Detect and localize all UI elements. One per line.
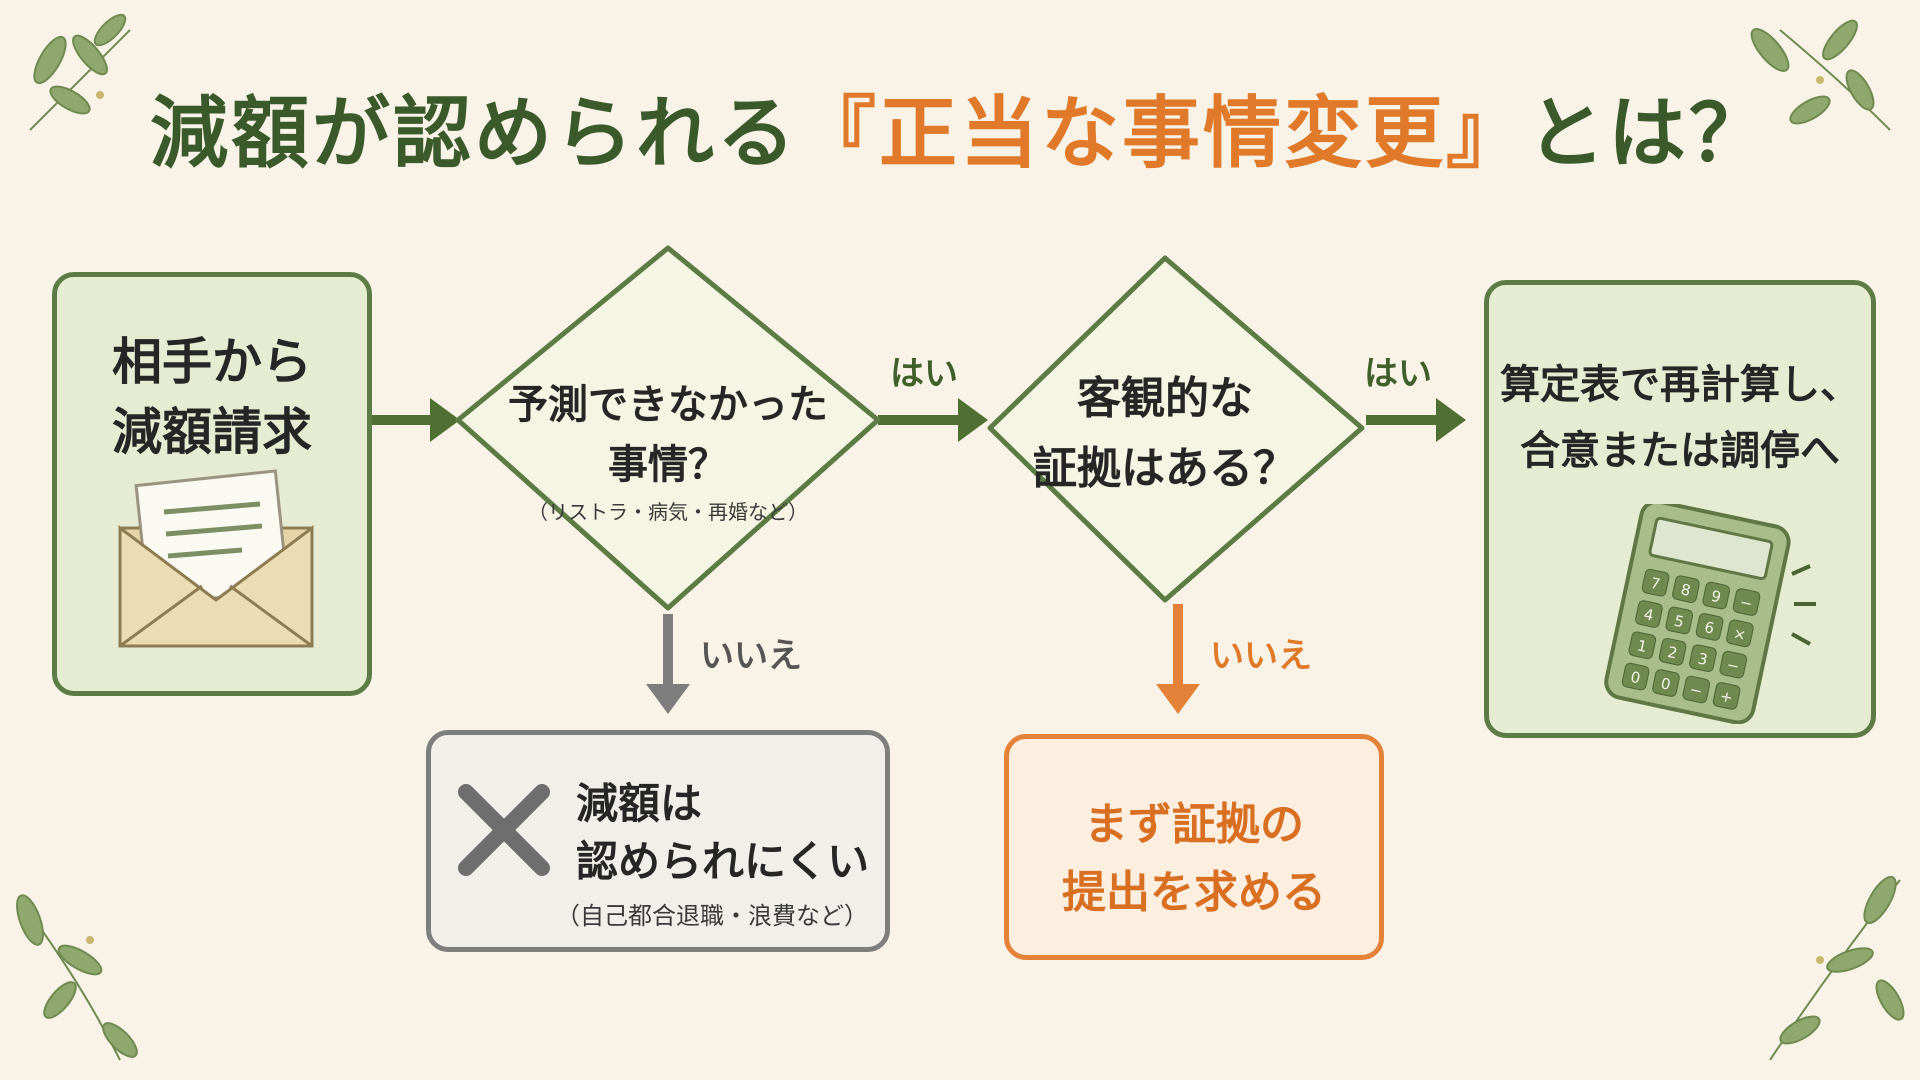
calculator-key-label: 9 [1709, 587, 1722, 607]
calculator-key-label: 6 [1703, 618, 1716, 638]
decision1-diamond [455, 245, 881, 611]
label-no-2: いいえ [1210, 636, 1312, 676]
calculator-key-label: 0 [1659, 674, 1672, 694]
calculator-key-label: − [1688, 680, 1704, 700]
calculator-key-label: 4 [1642, 605, 1655, 625]
calculator-key [1641, 568, 1670, 597]
calculator-key [1732, 588, 1761, 616]
result-yes-line1: 算定表で再計算し、 [1500, 362, 1860, 408]
decision1-line1: 予測できなかった [508, 382, 828, 428]
calculator-key [1672, 575, 1700, 603]
calculator-key-label: 2 [1666, 643, 1679, 663]
calculator-key [1665, 606, 1694, 635]
calculator-key [1719, 650, 1748, 679]
calculator-key [1726, 619, 1754, 648]
calculator-key [1621, 662, 1650, 691]
decision2-diamond [987, 255, 1365, 603]
calculator-key-label: 3 [1696, 649, 1709, 669]
result-no1-note: （自己都合退職・浪費など） [556, 902, 868, 930]
calculator-key [1689, 644, 1717, 673]
label-no-1: いいえ [700, 636, 802, 676]
arrow-decision1-no-head [646, 684, 690, 714]
envelope-icon [118, 469, 314, 648]
label-yes-2: はい [1364, 354, 1432, 394]
calculator-key [1695, 613, 1724, 641]
calculator-key-label: × [1732, 624, 1748, 644]
leaf-sprig-bottom-left [16, 894, 138, 1061]
calculator-key-label: 7 [1649, 574, 1662, 594]
leaf-sprig-top-left [29, 13, 131, 131]
calculator-key-label: + [1718, 687, 1734, 707]
result-yes-line2: 合意または調停へ [1520, 428, 1840, 474]
label-yes-1: はい [890, 354, 958, 394]
cross-mark-icon [458, 784, 550, 876]
arrow-decision2-no-head [1156, 684, 1200, 714]
result-no1-line2: 認められにくい [576, 837, 870, 886]
decision1-note: （リストラ・病気・再婚など） [528, 500, 808, 524]
result-no2-line2: 提出を求める [1062, 867, 1326, 918]
decision2-line2: 証拠はある？ [1033, 443, 1297, 494]
result-no1-line1: 減額は [576, 779, 703, 828]
title-prefix: 減額が認められる [149, 89, 798, 179]
title-suffix: とは？ [1527, 89, 1771, 179]
calculator-key [1682, 675, 1711, 704]
page-title: 減額が認められる『正当な事情変更』とは？ [0, 89, 1920, 179]
calculator-key [1628, 631, 1657, 660]
calculator-key-label: − [1725, 656, 1741, 676]
calculator-key [1652, 669, 1680, 697]
decision2-line1: 客観的な [1077, 373, 1253, 424]
arrow-decision1-to-decision2-head [958, 398, 988, 442]
decision1-line2: 事情？ [608, 442, 728, 488]
calculator-key-label: 5 [1673, 612, 1686, 632]
calculator-key-label: 1 [1636, 636, 1649, 656]
start-box-line1: 相手から [112, 333, 312, 391]
calculator-key [1712, 682, 1741, 710]
result-no2-box [1004, 734, 1384, 960]
calculator-key [1702, 581, 1731, 610]
arrow-start-to-decision1-head [430, 398, 460, 442]
result-no2-line1: まず証拠の [1084, 799, 1304, 850]
calculator-key [1635, 600, 1663, 628]
calculator-key-label: − [1738, 593, 1754, 613]
calculator-key-label: 0 [1629, 668, 1642, 688]
title-highlight: 『正当な事情変更』 [797, 89, 1527, 179]
leaf-sprig-bottom-right [1769, 875, 1905, 1061]
calculator-key [1658, 637, 1687, 666]
start-box-line2: 減額請求 [112, 403, 312, 461]
calculator-key-label: 8 [1679, 580, 1692, 600]
leaf-sprig-top-right [1750, 19, 1891, 131]
arrow-decision2-to-result-head [1436, 398, 1466, 442]
